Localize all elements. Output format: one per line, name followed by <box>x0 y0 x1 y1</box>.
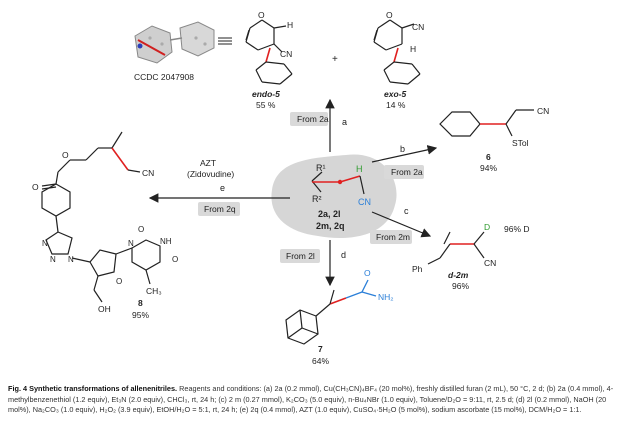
product8-cn: CN <box>142 168 154 178</box>
exo-label: exo-5 <box>384 89 406 99</box>
tag-e <box>198 202 240 216</box>
arrow-d: From 2l d <box>280 240 346 287</box>
endo-yield: 55 % <box>256 100 276 110</box>
product7-number: 7 <box>318 344 323 354</box>
product8-n4: N <box>128 239 134 248</box>
product7-o: O <box>364 268 371 278</box>
arrow-c: From 2m c <box>370 206 432 244</box>
exo-o-atom: O <box>386 10 393 20</box>
tag-a <box>290 112 328 126</box>
endo-label: endo-5 <box>252 89 280 99</box>
tag-a-text: From 2a <box>297 114 329 124</box>
r1-label: R¹ <box>316 163 326 173</box>
product8-o-c2: O <box>138 225 144 234</box>
letter-d: d <box>341 250 346 260</box>
cn-label-blue: CN <box>358 197 371 207</box>
exo-cn: CN <box>412 22 424 32</box>
product-6-structure: CN STol 6 94% <box>439 106 549 173</box>
product8-o-ring: O <box>116 277 122 286</box>
product6-stol: STol <box>512 138 529 148</box>
d2m-d-incorp: 96% D <box>504 224 530 234</box>
product7-yield: 64% <box>312 356 329 366</box>
product8-nh: NH <box>160 237 172 246</box>
letter-b: b <box>400 144 405 154</box>
tag-c <box>370 230 412 244</box>
product-7-structure: O NH₂ 7 64% <box>285 268 394 366</box>
product8-o-c4: O <box>172 255 178 264</box>
crystal-structure: CCDC 2047908 <box>134 21 232 82</box>
tag-b <box>384 165 424 179</box>
product8-number: 8 <box>138 298 143 308</box>
exo-yield: 14 % <box>386 100 406 110</box>
product7-amide: NH₂ <box>378 292 394 302</box>
product8-n3: N <box>68 255 74 264</box>
product6-cn: CN <box>537 106 549 116</box>
product8-o-carbonyl: O <box>32 182 39 192</box>
d2m-d: D <box>484 222 490 232</box>
product-d2m-structure: D 96% D CN Ph d-2m 96% <box>412 222 530 291</box>
d2m-ph: Ph <box>412 264 423 274</box>
endo-cn: CN <box>280 49 292 59</box>
product8-yield: 95% <box>132 310 149 320</box>
tag-d <box>280 249 320 263</box>
endo-o-atom: O <box>258 10 265 20</box>
letter-c: c <box>404 206 409 216</box>
letter-a: a <box>342 117 347 127</box>
central-compounds-line1: 2a, 2l <box>318 209 341 219</box>
tag-e-text: From 2q <box>204 204 236 214</box>
product6-yield: 94% <box>480 163 497 173</box>
tag-c-text: From 2m <box>376 232 410 242</box>
arrow-a: From 2a a <box>290 98 347 152</box>
product8-n1: N <box>42 239 48 248</box>
letter-e: e <box>220 183 225 193</box>
caption-body: Reagents and conditions: (a) 2a (0.2 mmo… <box>8 384 614 414</box>
product8-o-ester: O <box>62 150 69 160</box>
reaction-scheme: R¹ R² H CN 2a, 2l 2m, 2q From 2a a From … <box>32 10 549 366</box>
arrow-e: AZT (Zidovudine) e From 2q <box>148 158 290 216</box>
reagent-azt: AZT <box>200 158 216 168</box>
d2m-label: d-2m <box>448 270 469 280</box>
r2-label: R² <box>312 194 322 204</box>
endo-5-structure: O H CN endo-5 55 % <box>245 10 293 110</box>
tag-b-text: From 2a <box>391 167 423 177</box>
product8-oh: OH <box>98 304 111 314</box>
tag-d-text: From 2l <box>286 251 315 261</box>
d2m-yield: 96% <box>452 281 469 291</box>
ccdc-label: CCDC 2047908 <box>134 72 194 82</box>
product6-number: 6 <box>486 152 491 162</box>
h-label-green: H <box>356 164 363 174</box>
plus-sign: + <box>332 54 338 65</box>
arrow-b: From 2a b <box>371 144 438 179</box>
product-8-structure: O CN O N N N OH O N NH O O CH₃ 8 95% <box>32 131 178 320</box>
exo-5-structure: O CN H exo-5 14 % <box>373 10 424 110</box>
caption-title: Fig. 4 Synthetic transformations of alle… <box>8 384 178 393</box>
d2m-cn: CN <box>484 258 496 268</box>
reagent-zidovudine: (Zidovudine) <box>187 169 234 179</box>
product8-n2: N <box>50 255 56 264</box>
central-allenenitrile: R¹ R² H CN 2a, 2l 2m, 2q <box>271 154 397 238</box>
product8-ch3: CH₃ <box>146 286 162 296</box>
exo-h-atom: H <box>410 44 416 54</box>
endo-h-atom: H <box>287 20 293 30</box>
figure-caption: Fig. 4 Synthetic transformations of alle… <box>8 384 630 416</box>
central-compounds-line2: 2m, 2q <box>316 221 345 231</box>
